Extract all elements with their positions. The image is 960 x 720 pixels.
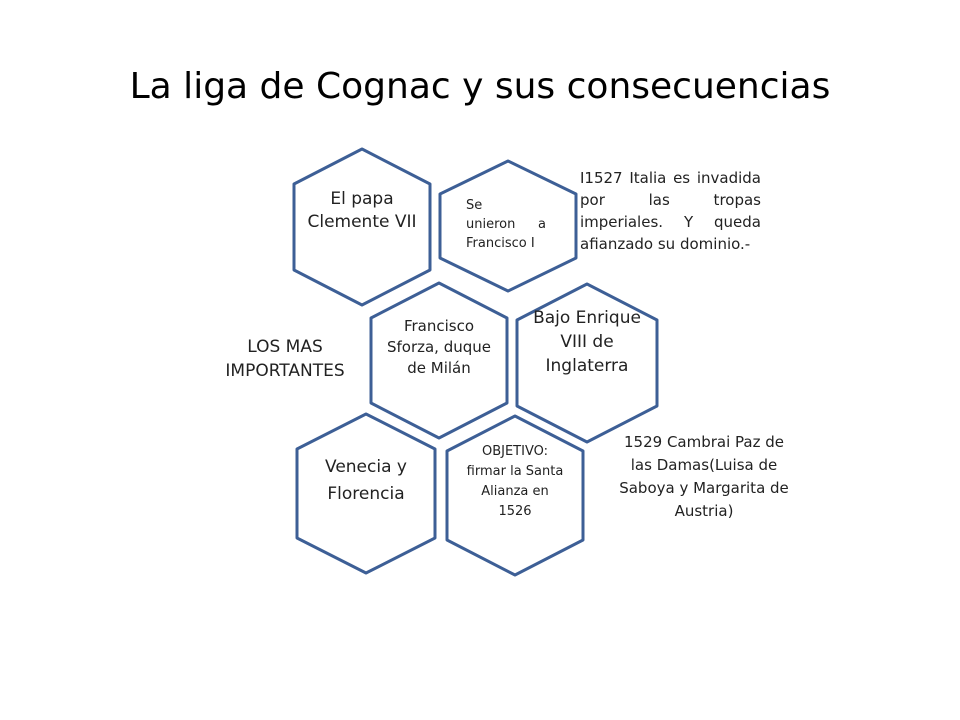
note-1529: 1529 Cambrai Paz de las Damas(Luisa de S…	[619, 433, 789, 520]
hexagon-sforza-text: Francisco Sforza, duque de Milán	[386, 317, 492, 377]
hexagon-unieron-line-1: Se	[466, 198, 483, 213]
hexagon-papa	[292, 147, 432, 307]
note-1527: I1527 Italia es invadida por las tropas …	[580, 169, 761, 253]
hexagon-papa-text: El papa Clemente VII	[307, 189, 417, 232]
hexagon-unieron	[438, 159, 578, 293]
hexagon-unieron-text: Se unieron a Francisco I	[466, 196, 546, 253]
hexagon-venecia-text: Venecia y Florencia	[325, 457, 407, 504]
hexagon-unieron-line-2: unieron a	[466, 217, 546, 232]
hexagon-sforza	[369, 281, 509, 440]
hexagon-objetivo	[445, 414, 585, 577]
hexagon-enrique	[515, 282, 659, 444]
hexagon-unieron-line-3: Francisco I	[466, 236, 535, 251]
hexagon-objetivo-text: OBJETIVO: firmar la Santa Alianza en 152…	[466, 444, 564, 519]
hexagon-venecia	[295, 412, 437, 575]
slide-title: La liga de Cognac y sus consecuencias	[129, 66, 831, 107]
hexagon-enrique-text: Bajo Enrique VIII de Inglaterra	[533, 308, 641, 376]
left-label: LOS MAS IMPORTANTES	[225, 337, 345, 381]
